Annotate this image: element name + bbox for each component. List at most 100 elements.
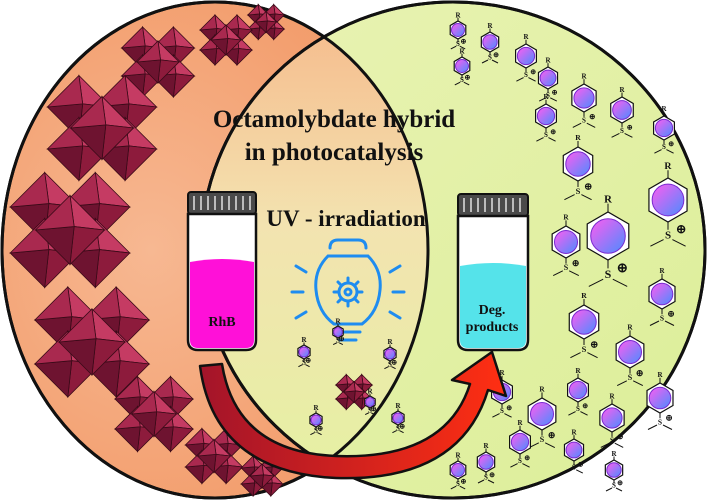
sulfonium-cation: RS⊕ [648,267,676,326]
svg-text:S: S [605,267,612,281]
svg-text:R: R [335,318,341,326]
octamolybdate-cluster [9,171,131,289]
sulfonium-cation: RS⊕ [615,324,645,387]
octahedron-face [57,308,97,343]
svg-text:R: R [455,11,461,19]
octamolybdate-cluster [198,13,254,67]
sulfonium-cation: RS⊕ [515,33,537,82]
svg-text:⊕: ⊕ [578,461,584,469]
svg-text:S: S [456,40,460,48]
svg-text:⊕: ⊕ [676,222,686,236]
svg-text:S: S [456,480,460,488]
svg-text:⊕: ⊕ [590,341,598,351]
sulfonium-cation: RS⊕ [480,22,500,64]
octahedron-face [120,26,146,49]
title-line-1: Octamolybdate hybrid [213,106,455,133]
sulfonium-cation: RS⊕ [648,161,688,247]
vial-right-label-2: products [466,320,519,335]
svg-text:⊕: ⊕ [627,124,633,132]
svg-text:⊕: ⊕ [371,405,377,413]
svg-text:R: R [367,388,373,396]
octahedron-face [254,10,268,23]
svg-text:⊕: ⊕ [617,432,624,441]
octamolybdate-cluster [246,3,286,41]
svg-text:S: S [658,417,662,426]
svg-text:S: S [388,360,392,368]
svg-text:S: S [576,405,580,413]
svg-text:⊕: ⊕ [550,128,556,136]
svg-text:⊕: ⊕ [493,51,499,59]
sulfonium-cation: RS⊕ [309,404,323,436]
sulfonium-cation: R S⊕ [364,388,377,416]
svg-text:R: R [499,369,505,377]
svg-text:S: S [302,358,306,366]
vial-left-label: RhB [208,315,235,330]
sulfonium-cation: RS⊕ [332,318,345,346]
octahedron-face [196,438,217,457]
svg-text:⊕: ⊕ [617,260,628,275]
svg-text:⊕: ⊕ [460,478,466,486]
svg-text:S: S [396,424,400,432]
svg-text:⊕: ⊕ [460,38,466,46]
octahedron-face [198,14,218,31]
svg-text:R: R [543,93,549,101]
svg-text:⊕: ⊕ [339,335,345,343]
svg-text:⊕: ⊕ [668,140,674,148]
svg-text:R: R [459,47,465,55]
octamolybdate-cluster [113,375,195,453]
octamolybdate-cluster [120,25,196,99]
svg-text:⊕: ⊕ [636,368,643,378]
hybrid-octa-core [334,373,374,411]
svg-text:R: R [301,336,307,344]
uv-lamp-icon [290,238,406,342]
svg-text:⊕: ⊕ [548,430,555,440]
svg-text:S: S [564,263,569,272]
svg-text:S: S [582,344,587,354]
sulfonium-cation: RS⊕ [551,214,581,277]
svg-text:⊕: ⊕ [668,310,675,319]
svg-text:R: R [483,442,489,450]
svg-text:R: R [523,33,529,41]
svg-text:R: R [517,419,523,427]
svg-text:R: R [664,161,672,172]
svg-text:⊕: ⊕ [524,454,530,462]
svg-text:S: S [314,426,318,434]
svg-text:S: S [544,131,548,139]
svg-text:⊕: ⊕ [572,258,579,268]
svg-text:S: S [460,76,464,84]
octahedron-face [342,380,356,393]
svg-text:S: S [620,127,624,135]
octahedron-face [184,427,205,446]
svg-text:S: S [576,186,581,196]
left-lens-outline [0,0,430,500]
svg-text:⊕: ⊕ [489,471,495,479]
sulfonium-cation: RS⊕ [604,450,624,492]
svg-text:R: R [571,429,577,437]
svg-text:R: R [619,86,625,94]
sulfonium-cation: RS⊕ [476,442,496,484]
svg-text:⊕: ⊕ [582,402,588,410]
octamolybdate-cluster [240,454,284,498]
svg-text:⊕: ⊕ [584,183,592,193]
octahedron-face [135,40,161,63]
octahedron-face [334,373,349,386]
octahedron-face [240,455,256,469]
svg-text:S: S [524,71,528,79]
sulfonium-cation: R S⊕ [610,86,634,138]
svg-text:R: R [581,72,587,80]
svg-text:S: S [518,457,522,465]
sulfonium-cation: RS⊕ [646,371,674,430]
sulfonium-cation: R S⊕ [535,93,557,142]
svg-text:S: S [368,407,372,415]
sulfonium-cation: RS⊕ [563,429,585,474]
sulfonium-cation: RS⊕ [297,336,311,368]
svg-text:S: S [582,117,586,125]
sulfonium-cation: RS⊕ [599,392,625,448]
svg-text:⊕: ⊕ [464,74,470,82]
svg-text:S: S [662,143,666,151]
svg-text:S: S [540,435,545,444]
octahedron-face [69,95,107,129]
sulfonium-cation: RS⊕ [586,193,630,287]
octahedron-face [209,24,229,41]
